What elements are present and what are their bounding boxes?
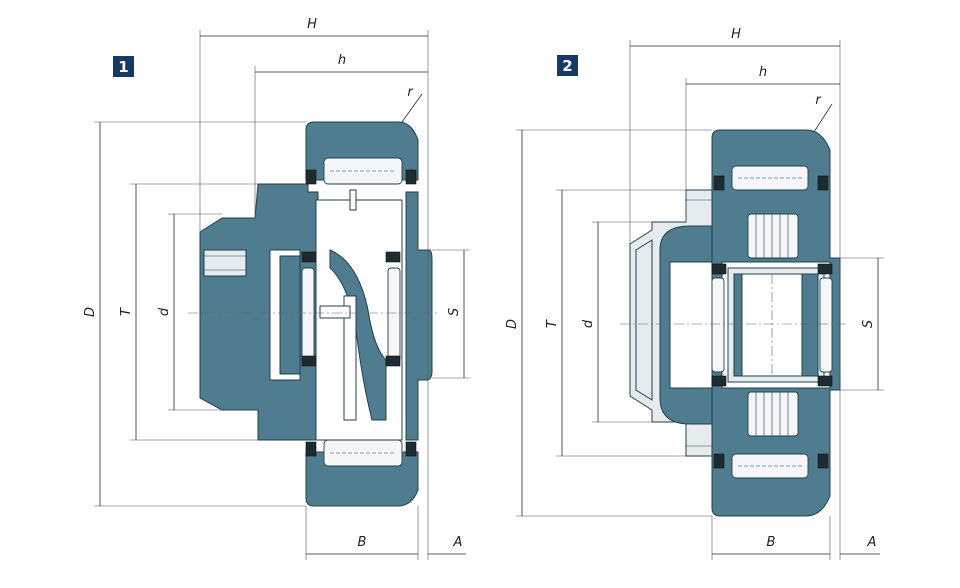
figure-2-housing [659,225,713,425]
figure-1-lube-channel [343,295,357,421]
figure-1-threaded-hole [203,249,247,277]
figure-1-housing [199,183,319,441]
figure-2-label-r: r [815,93,822,108]
figure-1-number: 1 [118,58,128,76]
figure-1-shaft [315,189,403,441]
figure-2-label-B: B [767,535,776,550]
figure-1-label-h: h [338,53,346,68]
figure-2-label-H: H [731,27,741,42]
figure-2-number: 2 [562,57,572,75]
figure-1-label-T: T [119,307,134,316]
figure-2-dimensions: H h r D T d S [505,27,884,560]
figure-1: 1 [83,17,470,560]
figure-1-label-D: D [83,307,98,317]
figure-1-label-r: r [407,85,414,100]
figure-2-label-A: A [867,535,877,550]
figure-1-label-S: S [447,308,462,316]
figure-2-label-D: D [505,319,520,329]
figure-2-badge: 2 [557,55,578,76]
figure-2: 2 [505,27,884,560]
figure-1-badge: 1 [113,56,134,77]
figure-1-dimensions: H h r D T d S [83,17,470,560]
figure-1-label-d: d [157,307,172,316]
figure-1-rollers [301,157,417,467]
figure-2-label-T: T [545,319,560,328]
figure-1-label-H: H [307,17,317,32]
figure-2-outer-ring [711,129,841,517]
figure-1-label-B: B [358,535,367,550]
figure-2-label-d: d [581,319,596,328]
figure-2-label-h: h [759,65,767,80]
figure-1-label-A: A [453,535,463,550]
figure-2-rollers [711,165,833,479]
figure-2-label-S: S [861,320,876,328]
